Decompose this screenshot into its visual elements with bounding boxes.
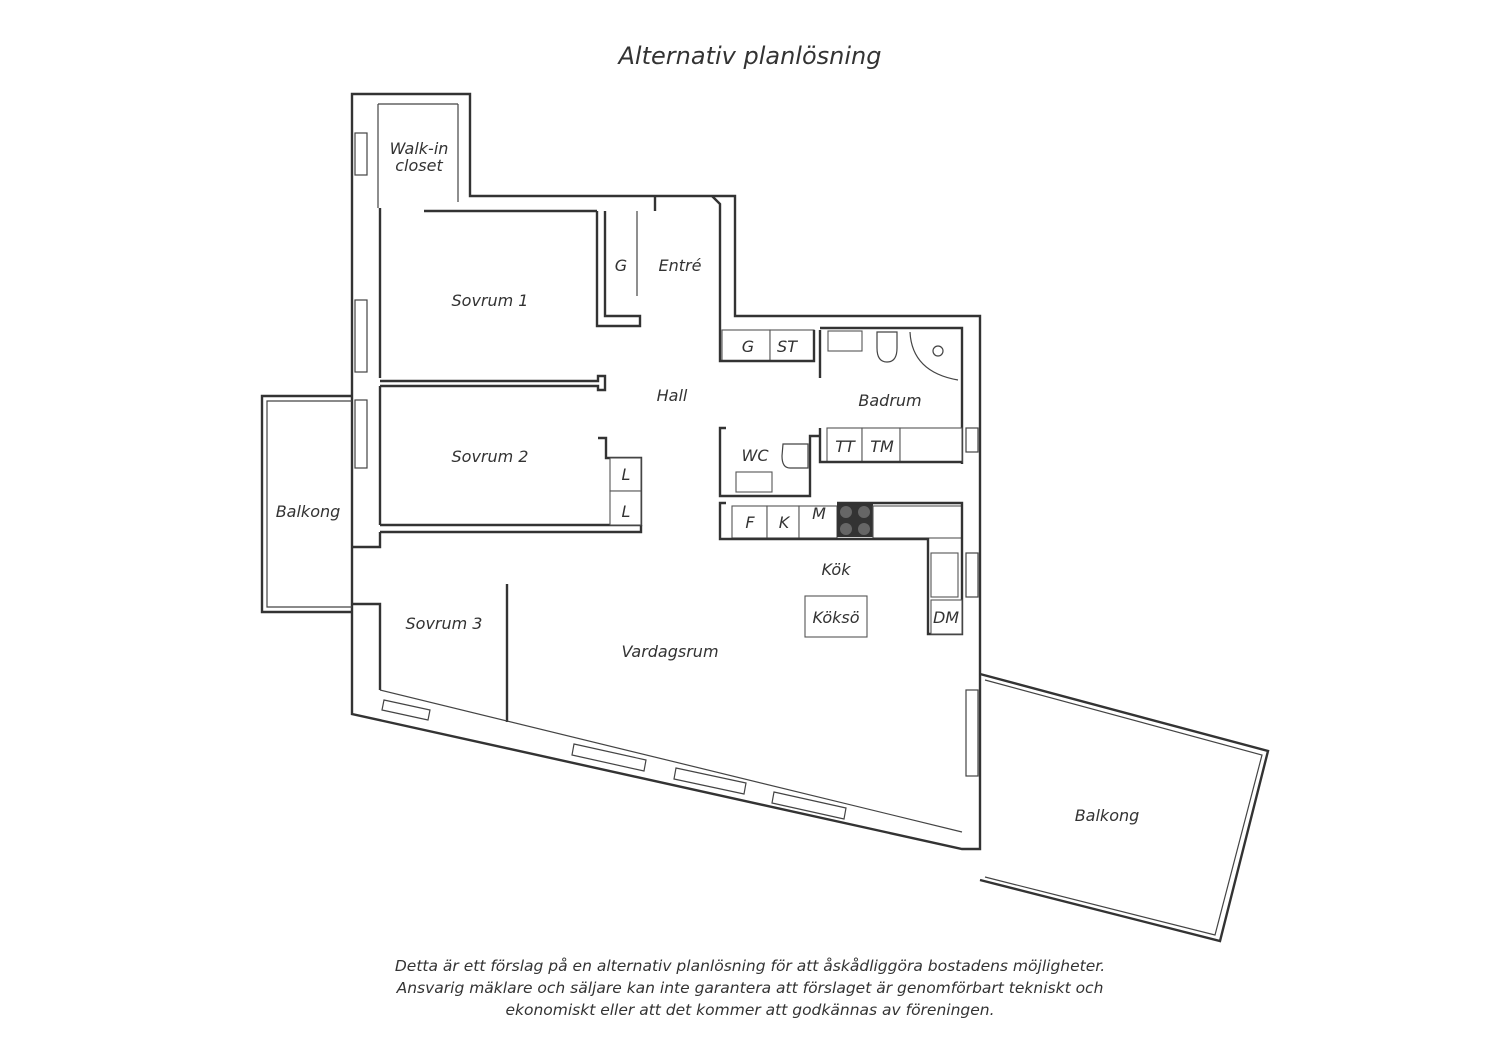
kitchen-k-label: K bbox=[779, 513, 791, 532]
wardrobe-entre bbox=[595, 211, 642, 328]
badrum-wall bbox=[820, 326, 964, 464]
badrum-toilet bbox=[876, 331, 898, 363]
balcony-left-inner bbox=[266, 400, 352, 608]
walk-in-label-1: Walk-in bbox=[390, 139, 449, 158]
kitchen-m-label: M bbox=[812, 504, 826, 523]
sovrum1-bottom-wall bbox=[380, 374, 607, 392]
outer-wall bbox=[350, 92, 982, 851]
wc-wall bbox=[718, 426, 820, 498]
laundry-tt-label: TT bbox=[835, 437, 856, 456]
balcony-right bbox=[979, 672, 1270, 943]
wc-toilet bbox=[781, 443, 809, 469]
window bbox=[354, 399, 368, 469]
laundry-tm-label: TM bbox=[870, 437, 894, 456]
wc-label: WC bbox=[742, 446, 770, 465]
sovrum2-wall bbox=[352, 525, 643, 549]
hall-label: Hall bbox=[657, 386, 688, 405]
window bbox=[354, 299, 368, 373]
wardrobe-g-label: G bbox=[615, 256, 627, 275]
vardagsrum-label: Vardagsrum bbox=[621, 642, 718, 661]
window bbox=[571, 743, 647, 772]
disclaimer-line-1: Detta är ett förslag på en alternativ pl… bbox=[394, 957, 1106, 975]
window bbox=[965, 689, 979, 777]
badrum-counter bbox=[899, 427, 963, 463]
hob-ring bbox=[858, 523, 870, 535]
storage-wall bbox=[718, 316, 822, 378]
balcony-left bbox=[260, 394, 352, 614]
window bbox=[381, 699, 431, 721]
dishwasher-label: DM bbox=[933, 608, 959, 627]
badrum-bottom bbox=[818, 428, 962, 464]
outer-wall-inner bbox=[377, 103, 459, 208]
sovrum3-label: Sovrum 3 bbox=[406, 614, 483, 633]
entre-wall-right bbox=[711, 195, 722, 316]
wardrobe-l2-label: L bbox=[622, 502, 631, 521]
facade-inner bbox=[379, 689, 963, 833]
window bbox=[354, 132, 368, 176]
laundry-tt bbox=[826, 427, 863, 463]
window bbox=[673, 767, 747, 795]
kitchen-counter bbox=[872, 505, 963, 539]
kok-label: Kök bbox=[822, 560, 852, 579]
storage-st-label: ST bbox=[777, 337, 798, 356]
balkong-right-label: Balkong bbox=[1075, 806, 1140, 825]
walk-in-label-2: closet bbox=[395, 156, 443, 175]
window bbox=[771, 791, 847, 820]
wardrobe-l2 bbox=[609, 490, 642, 526]
badrum-sink bbox=[827, 330, 863, 352]
koksö-label: Köksö bbox=[812, 608, 859, 627]
sovrum1-label: Sovrum 1 bbox=[452, 291, 529, 310]
hob-ring bbox=[858, 506, 870, 518]
kitchen-f-label: F bbox=[745, 513, 755, 532]
disclaimer: Detta är ett förslag på en alternativ pl… bbox=[250, 955, 1250, 1021]
page-title: Alternativ planlösning bbox=[618, 42, 882, 70]
kitchen-sink bbox=[930, 552, 959, 598]
wc-sink bbox=[735, 471, 773, 493]
dishwasher bbox=[930, 599, 963, 635]
kitchen-island bbox=[804, 595, 868, 638]
storage-g-label: G bbox=[742, 337, 754, 356]
badrum-label: Badrum bbox=[858, 391, 921, 410]
balkong-left-label: Balkong bbox=[276, 502, 341, 521]
shower-drain bbox=[932, 345, 944, 357]
entre-label: Entré bbox=[659, 256, 702, 275]
shower-curve bbox=[909, 331, 959, 381]
disclaimer-line-3: ekonomiskt eller att det kommer att godk… bbox=[505, 1001, 995, 1019]
wardrobe-l1-label: L bbox=[622, 465, 631, 484]
kitchen-wall bbox=[718, 501, 964, 636]
hob-ring bbox=[840, 506, 852, 518]
sovrum3-left-wall bbox=[352, 602, 382, 690]
window bbox=[965, 427, 979, 453]
window bbox=[965, 552, 979, 598]
sovrum2-label: Sovrum 2 bbox=[452, 447, 529, 466]
balcony-right-inner bbox=[984, 679, 1263, 936]
disclaimer-line-2: Ansvarig mäklare och säljare kan inte ga… bbox=[396, 979, 1104, 997]
hob-ring bbox=[840, 523, 852, 535]
wardrobe-l1 bbox=[609, 457, 642, 492]
